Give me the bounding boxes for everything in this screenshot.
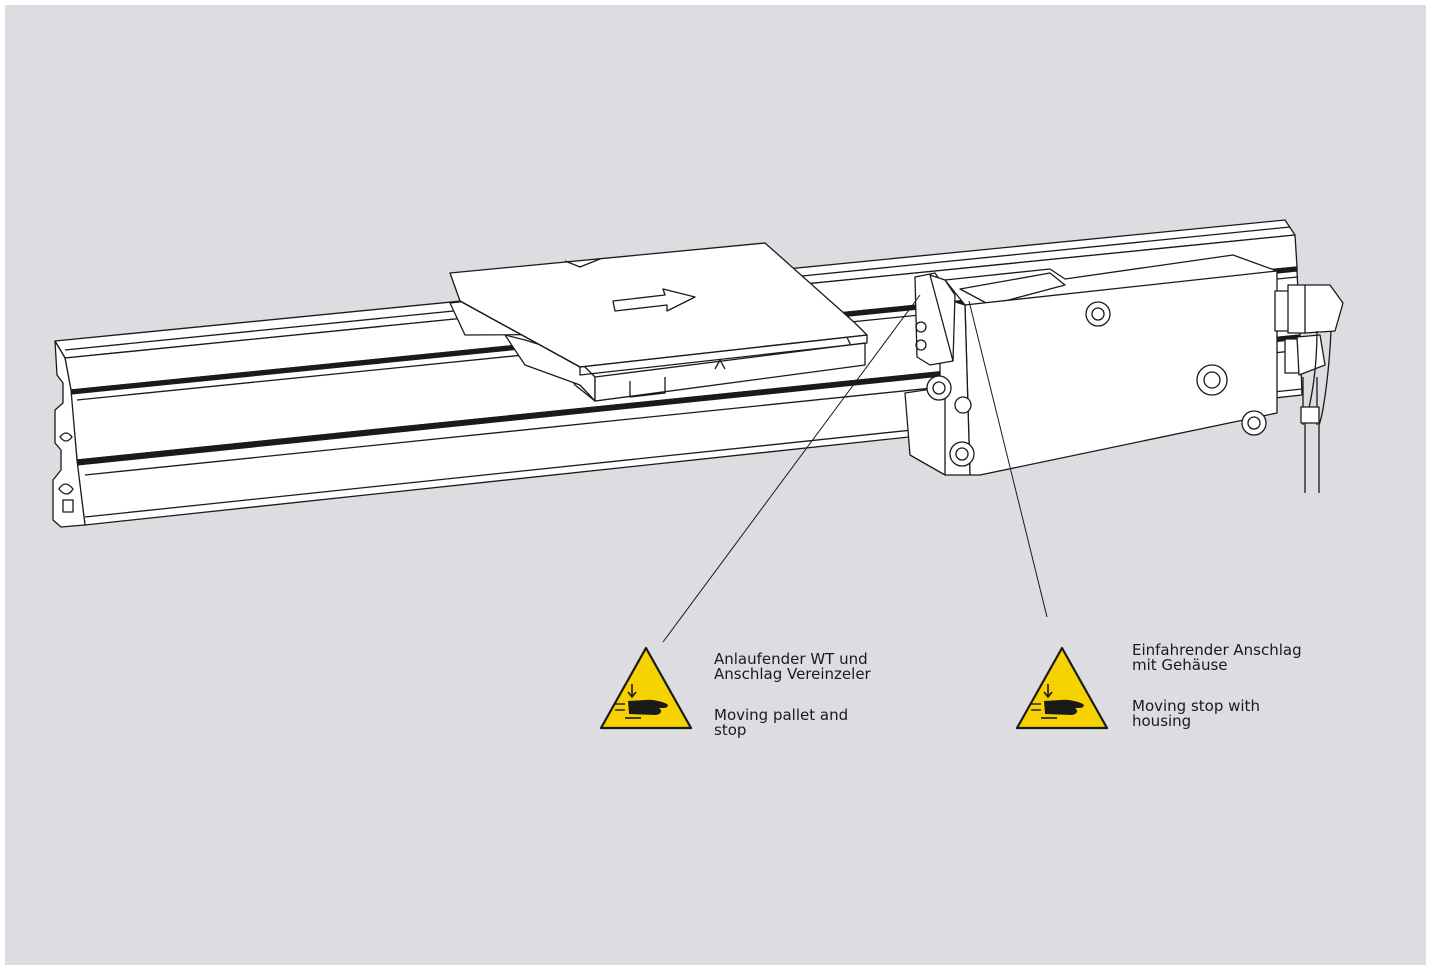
leader-lines: [662, 294, 1048, 643]
screw: [1085, 301, 1111, 327]
crush-hazard-warning-icon: [599, 646, 693, 730]
screw: [1196, 364, 1228, 396]
pallet: [449, 242, 868, 402]
warning-2-label-english: Moving stop with housing: [1132, 697, 1260, 730]
conveyor-assembly-drawing: [52, 219, 1344, 730]
technical-drawing: Anlaufender WT und Anschlag Vereinzeler …: [5, 5, 1426, 965]
stop-housing: [904, 254, 1278, 476]
direction-arrow: [612, 288, 696, 312]
warning-1-label-german: Anlaufender WT und Anschlag Vereinzeler: [714, 650, 871, 683]
warning-2-label-german: Einfahrender Anschlag mit Gehäuse: [1132, 641, 1302, 674]
screw: [954, 396, 972, 414]
screw: [1241, 410, 1267, 436]
screw: [926, 375, 952, 401]
crush-hazard-warning-icon: [1015, 646, 1109, 730]
screw: [949, 441, 975, 467]
pneumatic-fittings: [1274, 284, 1344, 493]
leader-line-1: [662, 294, 921, 643]
warning-1-label-english: Moving pallet and stop: [714, 706, 849, 739]
leader-line-2: [968, 300, 1048, 618]
